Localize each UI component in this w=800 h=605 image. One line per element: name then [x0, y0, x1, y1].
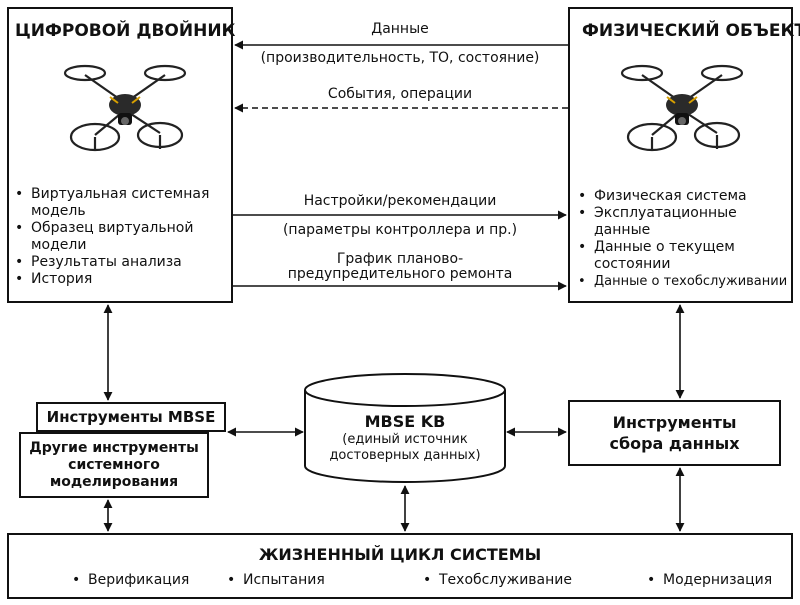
settings-flow-sublabel: (параметры контроллера и пр.)	[282, 222, 518, 238]
other-tools-line: системного	[68, 457, 160, 473]
mbse-kb-line: (единый источник	[342, 432, 468, 447]
list-item: Виртуальная системная модель	[15, 186, 229, 220]
mbse-tools-label: Инструменты MBSE	[46, 408, 216, 426]
list-item: Испытания	[227, 572, 325, 589]
data-flow-label: Данные	[371, 21, 429, 37]
lifecycle-title: ЖИЗНЕННЫЙ ЦИКЛ СИСТЕМЫ	[258, 545, 542, 564]
mbse-kb-cylinder	[304, 373, 506, 483]
data-collection-label: Инструменты сбора данных	[568, 412, 781, 454]
drone-icon	[63, 64, 187, 152]
mbse-tools-box	[36, 402, 226, 432]
mbse-kb-title: MBSE KB	[364, 412, 446, 431]
list-item: Образец виртуальной модели	[15, 220, 229, 254]
digital-twin-list: Виртуальная системная модель Образец вир…	[15, 186, 229, 288]
other-tools-line: моделирования	[49, 474, 179, 490]
events-flow-label: События, операции	[327, 86, 473, 102]
settings-flow-label: Настройки/рекомендации	[303, 193, 497, 209]
physical-object-title: ФИЗИЧЕСКИЙ ОБЪЕКТ	[582, 21, 800, 41]
mbse-kb-line: достоверных данных)	[329, 448, 481, 463]
physical-object-list: Физическая система Эксплуатационные данн…	[578, 188, 790, 290]
other-tools-label: Другие инструменты системного моделирова…	[19, 440, 209, 491]
data-collection-line: сбора данных	[609, 434, 740, 453]
list-item: Техобслуживание	[423, 572, 572, 589]
other-tools-line: Другие инструменты	[29, 440, 199, 456]
drone-icon	[620, 64, 744, 152]
list-item: Данные о техобслуживании	[578, 273, 790, 290]
schedule-flow-label: График планово-	[336, 251, 464, 267]
list-item: Физическая система	[578, 188, 790, 205]
list-item: История	[15, 271, 229, 288]
data-collection-box	[568, 400, 781, 466]
other-tools-box	[19, 432, 209, 498]
data-flow-sublabel: (производительность, ТО, состояние)	[260, 50, 540, 66]
list-item: Данные о текущем состоянии	[578, 239, 790, 273]
list-item: Верификация	[72, 572, 189, 589]
schedule-flow-sublabel: предупредительного ремонта	[287, 266, 513, 282]
list-item: Эксплуатационные данные	[578, 205, 790, 239]
list-item: Модернизация	[647, 572, 772, 589]
list-item: Результаты анализа	[15, 254, 229, 271]
data-collection-line: Инструменты	[612, 413, 737, 432]
mbse-kb-label: MBSE KB (единый источник достоверных дан…	[305, 412, 505, 464]
digital-twin-title: ЦИФРОВОЙ ДВОЙНИК	[15, 21, 236, 41]
